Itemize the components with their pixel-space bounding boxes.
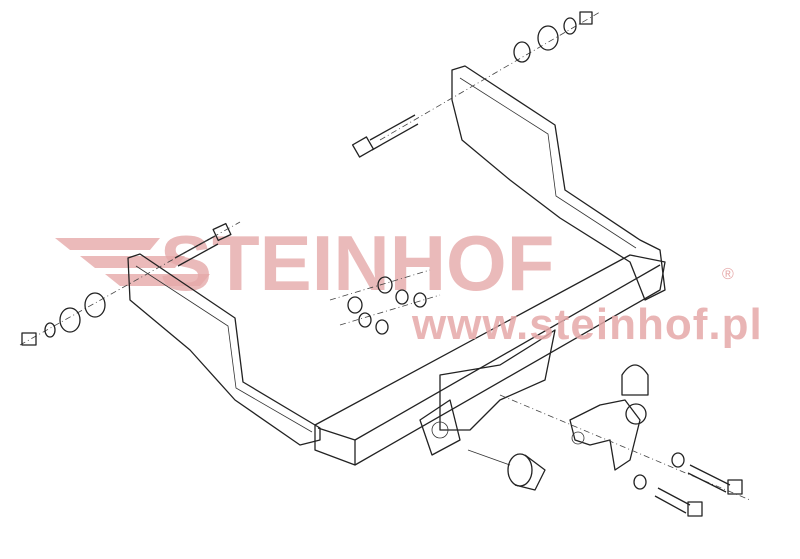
left-bolts: [19, 221, 241, 346]
right-side-bracket: [451, 65, 666, 301]
logo-text: STEINHOF: [160, 219, 554, 307]
ball-cover: [621, 364, 649, 396]
steinhof-logo: STEINHOF: [55, 219, 554, 307]
hitch-mount: [439, 329, 556, 431]
cross-beam: [314, 254, 666, 466]
left-side-bracket: [127, 253, 321, 446]
electrical-socket: [467, 449, 546, 491]
registered-mark: ®: [722, 266, 734, 283]
logo-url: www.steinhof.pl: [412, 300, 763, 349]
tow-ball: [569, 399, 647, 471]
center-nuts: [329, 269, 441, 335]
bottom-bolts: [499, 394, 751, 517]
top-bolts: [351, 11, 601, 158]
mount-plate: [419, 399, 461, 456]
